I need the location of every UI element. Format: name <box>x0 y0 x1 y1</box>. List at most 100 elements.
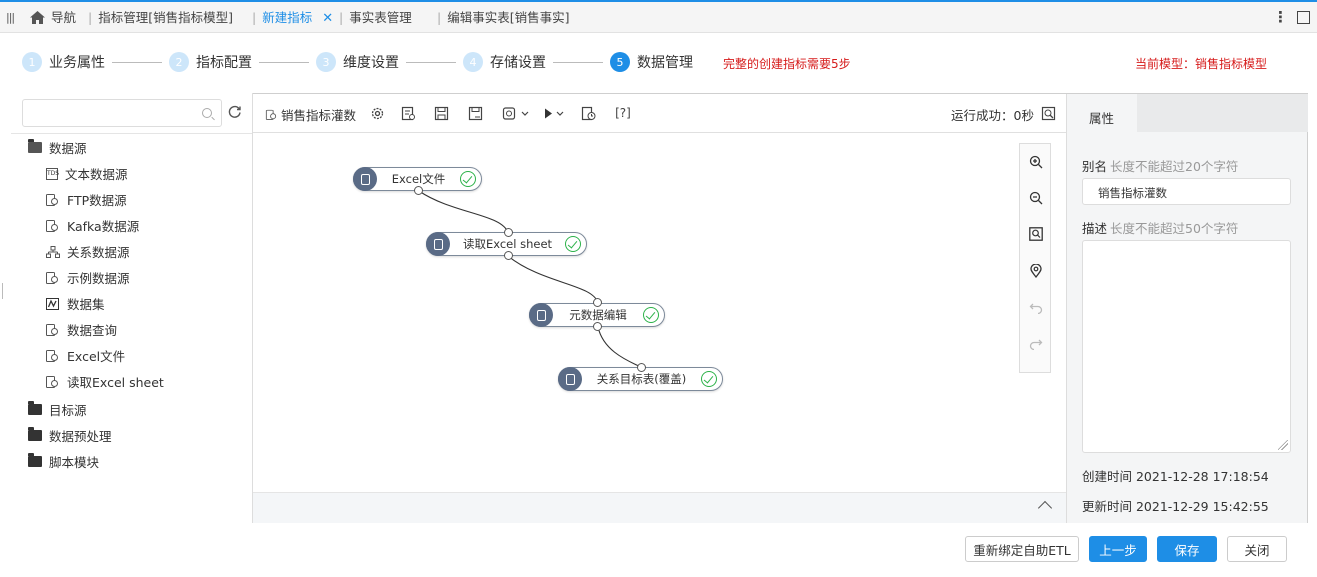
output-port[interactable] <box>414 186 423 195</box>
properties-tabbar: » 属性 <box>1067 94 1308 132</box>
datasource-icon <box>265 109 277 121</box>
save-button[interactable]: 保存 <box>1157 536 1217 562</box>
output-port[interactable] <box>593 322 602 331</box>
redo-icon[interactable] <box>1029 336 1043 350</box>
close-icon[interactable]: ✕ <box>322 11 334 26</box>
tree-search <box>22 99 222 127</box>
description-label: 描述长度不能超过50个字符 <box>1082 221 1239 236</box>
folder-icon <box>28 426 42 441</box>
datasource-icon <box>46 349 58 362</box>
tree-search-input[interactable] <box>23 100 193 126</box>
flow-node-relational-target[interactable]: 关系目标表(覆盖) <box>558 367 723 391</box>
description-textarea[interactable] <box>1082 240 1291 453</box>
datasource-icon <box>426 232 450 256</box>
step-number: 5 <box>610 52 630 72</box>
more-vertical-icon[interactable]: ⋮ <box>1273 8 1288 26</box>
step-number: 1 <box>22 52 42 72</box>
flow-canvas[interactable]: Excel文件 读取Excel sheet 元数据编辑 关系目标表(覆盖) <box>253 134 1066 492</box>
text-file-icon: TDS <box>46 167 59 180</box>
tree-item-kafka-source[interactable]: Kafka数据源 <box>46 216 139 235</box>
tree-group-datasource[interactable]: 数据源 <box>28 138 87 157</box>
search-icon[interactable] <box>202 108 212 118</box>
metadata-icon <box>529 303 553 327</box>
previous-step-button[interactable]: 上一步 <box>1089 536 1147 562</box>
run-status: 运行成功：0秒 <box>951 108 1034 123</box>
folder-icon <box>28 400 42 415</box>
close-button[interactable]: 关闭 <box>1227 536 1287 562</box>
success-check-icon <box>460 171 476 187</box>
output-port[interactable] <box>504 251 513 260</box>
run-log-icon[interactable] <box>581 106 596 121</box>
undo-icon[interactable] <box>1029 300 1043 314</box>
rebind-etl-button[interactable]: 重新绑定自助ETL <box>965 536 1079 562</box>
maximize-icon[interactable] <box>1297 11 1310 24</box>
tab-fact-table[interactable]: |事实表管理 <box>339 10 412 25</box>
step-number: 2 <box>169 52 189 72</box>
step-number: 3 <box>316 52 336 72</box>
zoom-fit-icon[interactable] <box>1041 106 1056 121</box>
run-dropdown-icon[interactable] <box>542 106 568 121</box>
step-data-management[interactable]: 5 数据管理 <box>610 52 693 72</box>
tab-metric-management[interactable]: |指标管理[销售指标模型] <box>88 10 233 25</box>
tree-item-sample-source[interactable]: 示例数据源 <box>46 268 130 287</box>
success-check-icon <box>565 236 581 252</box>
created-time: 创建时间 2021-12-28 17:18:54 <box>1082 469 1269 484</box>
datasource-icon <box>46 219 58 232</box>
success-check-icon <box>701 371 717 387</box>
flow-node-excel-file[interactable]: Excel文件 <box>353 167 482 191</box>
settings-icon[interactable] <box>370 106 385 121</box>
input-port[interactable] <box>637 363 646 372</box>
tree-group-target-source[interactable]: 目标源 <box>28 400 87 419</box>
step-storage[interactable]: 4 存储设置 <box>463 52 546 72</box>
tab-edit-fact-table[interactable]: |编辑事实表[销售事实] <box>437 10 570 25</box>
datasource-icon <box>46 375 58 388</box>
help-icon[interactable]: [?] <box>615 106 631 120</box>
relation-icon <box>46 245 60 258</box>
tree-group-preprocess[interactable]: 数据预处理 <box>28 426 112 445</box>
edit-document-icon[interactable] <box>401 106 416 121</box>
refresh-icon[interactable] <box>227 104 242 119</box>
zoom-out-icon[interactable] <box>1029 191 1043 205</box>
tab-bar: ||| 导航 |指标管理[销售指标模型] |新建指标✕ |事实表管理 |编辑事实… <box>0 0 1317 33</box>
left-edge-handle[interactable] <box>2 283 4 299</box>
tree-group-script[interactable]: 脚本模块 <box>28 452 99 471</box>
home-icon[interactable] <box>29 10 46 25</box>
current-model-label: 当前模型：销售指标模型 <box>1135 57 1268 71</box>
tree-item-relational-source[interactable]: 关系数据源 <box>46 242 130 261</box>
updated-time: 更新时间 2021-12-29 15:42:55 <box>1082 499 1269 514</box>
tab-properties[interactable]: 属性 <box>1067 94 1137 132</box>
schedule-dropdown-icon[interactable] <box>502 106 530 121</box>
save-as-icon[interactable] <box>468 106 483 121</box>
resize-handle[interactable] <box>1278 440 1288 450</box>
fit-view-icon[interactable] <box>1029 227 1043 241</box>
menu-icon[interactable]: ||| <box>6 11 15 24</box>
step-label: 数据管理 <box>637 55 693 71</box>
input-port[interactable] <box>504 228 513 237</box>
locate-icon[interactable] <box>1029 264 1043 278</box>
tree-item-read-excel-sheet[interactable]: 读取Excel sheet <box>46 372 164 391</box>
step-label: 维度设置 <box>343 55 399 71</box>
step-business[interactable]: 1 业务属性 <box>22 52 105 72</box>
tree-item-ftp-source[interactable]: FTP数据源 <box>46 190 127 209</box>
tab-new-metric[interactable]: |新建指标✕ <box>252 10 334 26</box>
tree-item-text-source[interactable]: TDS 文本数据源 <box>46 167 128 182</box>
input-port[interactable] <box>593 298 602 307</box>
tab-nav[interactable]: 导航 <box>51 10 77 25</box>
save-icon[interactable] <box>434 106 449 121</box>
tree-item-dataset[interactable]: 数据集 <box>46 294 105 313</box>
flow-connections <box>418 190 642 368</box>
tree-item-data-query[interactable]: 数据查询 <box>46 320 117 339</box>
canvas-bottom-panel <box>253 492 1066 523</box>
step-label: 存储设置 <box>490 55 546 71</box>
datasource-icon <box>353 167 377 191</box>
tree-item-excel-file[interactable]: Excel文件 <box>46 346 125 365</box>
step-metric-config[interactable]: 2 指标配置 <box>169 52 252 72</box>
alias-input[interactable]: 销售指标灌数 <box>1082 178 1291 205</box>
canvas-toolbar: 销售指标灌数 [?] 运行成功：0秒 <box>253 94 1066 133</box>
datasource-icon <box>46 193 58 206</box>
step-dimension[interactable]: 3 维度设置 <box>316 52 399 72</box>
chevron-up-icon[interactable] <box>1037 500 1053 516</box>
zoom-in-icon[interactable] <box>1029 155 1043 169</box>
step-connector <box>553 62 603 63</box>
